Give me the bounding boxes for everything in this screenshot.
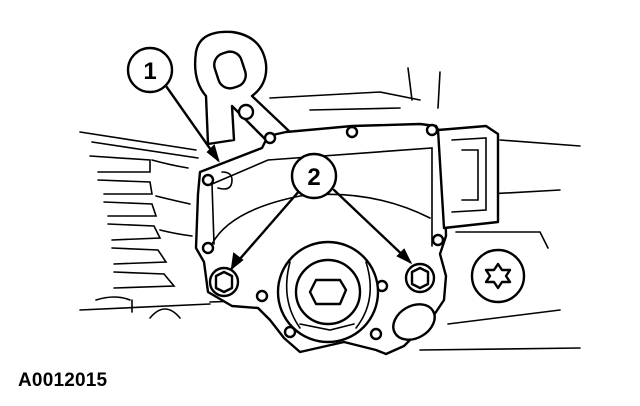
shaft-hub [276,240,380,344]
mounting-bolt-left [208,266,240,298]
manual-lever [193,30,292,146]
callout-1-label: 1 [143,58,156,85]
callout-2: 2 [230,152,413,271]
case-fins [79,131,211,319]
figure-id: A0012015 [18,370,108,391]
switch-body [194,122,500,356]
callout-2-label: 2 [307,164,320,191]
mounting-bolt-right [404,262,436,294]
torx-plug [470,248,526,304]
callout-1: 1 [126,46,220,163]
